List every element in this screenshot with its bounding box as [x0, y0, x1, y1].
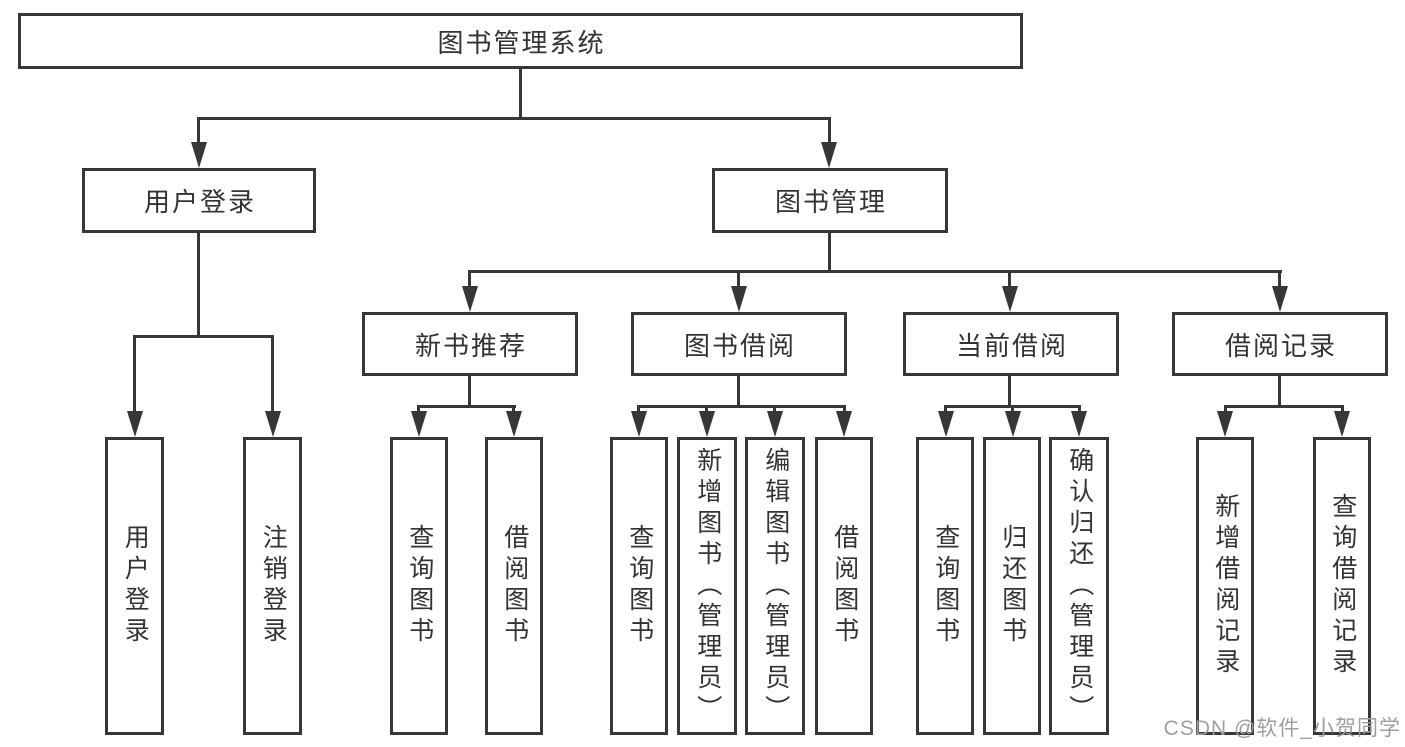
connector-line [1224, 405, 1227, 415]
node-leaf-logout-label: 注销登录 [259, 524, 288, 648]
node-edit-books-admin-label: 编辑图书（管理员） [761, 446, 790, 726]
arrowhead-icon [699, 411, 715, 437]
node-leaf-logout: 注销登录 [243, 437, 302, 735]
node-user-login-label: 用户登录 [143, 187, 256, 217]
arrowhead-icon [191, 142, 207, 168]
arrowhead-icon [938, 411, 954, 437]
connector-line [705, 405, 708, 415]
node-borrow-books: 借阅图书 [815, 437, 873, 735]
node-book-management-label: 图书管理 [774, 187, 887, 217]
connector-line [417, 405, 516, 408]
connector-line [637, 405, 846, 408]
node-confirm-return-admin-label: 确认归还（管理员） [1065, 446, 1094, 726]
node-book-borrow-label: 图书借阅 [683, 330, 796, 361]
node-query-books-recommend-label: 查询图书 [405, 524, 434, 648]
node-confirm-return-admin: 确认归还（管理员） [1049, 437, 1109, 735]
connector-line [843, 405, 846, 415]
node-book-management: 图书管理 [712, 168, 948, 233]
node-add-books-admin-label: 新增图书（管理员） [693, 446, 722, 726]
node-root-label: 图书管理系统 [437, 27, 606, 58]
arrowhead-icon [265, 411, 281, 437]
node-return-books: 归还图书 [983, 437, 1041, 735]
connector-line [1008, 376, 1011, 407]
arrowhead-icon [462, 286, 478, 312]
node-query-borrow-record: 查询借阅记录 [1313, 437, 1371, 735]
connector-line [197, 232, 200, 337]
node-query-books-borrow-label: 查询图书 [625, 524, 654, 648]
connector-line [737, 376, 740, 407]
connector-line [468, 270, 1282, 273]
node-leaf-user-login-label: 用户登录 [121, 524, 150, 648]
connector-line [637, 405, 640, 415]
arrowhead-icon [1272, 286, 1288, 312]
node-book-borrow: 图书借阅 [631, 312, 847, 376]
node-edit-books-admin: 编辑图书（管理员） [745, 437, 805, 735]
node-add-borrow-record-label: 新增借阅记录 [1211, 493, 1240, 679]
node-current-borrow: 当前借阅 [903, 312, 1119, 376]
connector-line [828, 117, 831, 145]
node-borrow-books-recommend: 借阅图书 [485, 437, 543, 735]
arrowhead-icon [1002, 286, 1018, 312]
node-new-book-recommend: 新书推荐 [362, 312, 578, 376]
node-query-books-borrow: 查询图书 [610, 437, 668, 735]
arrowhead-icon [506, 411, 522, 437]
node-add-books-admin: 新增图书（管理员） [677, 437, 737, 735]
arrowhead-icon [1334, 411, 1350, 437]
node-query-borrow-record-label: 查询借阅记录 [1328, 493, 1357, 679]
connector-line [1008, 270, 1011, 288]
node-query-books-current-label: 查询图书 [931, 524, 960, 648]
node-root: 图书管理系统 [18, 13, 1023, 69]
node-add-borrow-record: 新增借阅记录 [1196, 437, 1254, 735]
node-leaf-user-login: 用户登录 [105, 437, 164, 735]
node-new-book-recommend-label: 新书推荐 [414, 330, 527, 361]
arrowhead-icon [836, 411, 852, 437]
csdn-watermark: CSDN @软件_小贺同学 [1163, 717, 1401, 740]
connector-line [1224, 405, 1344, 408]
connector-line [197, 117, 831, 120]
arrowhead-icon [767, 411, 783, 437]
connector-line [1278, 376, 1281, 407]
arrowhead-icon [1005, 411, 1021, 437]
node-borrow-records: 借阅记录 [1172, 312, 1388, 376]
node-borrow-books-label: 借阅图书 [830, 524, 859, 648]
arrowhead-icon [631, 411, 647, 437]
connector-line [1078, 405, 1081, 415]
arrowhead-icon [821, 142, 837, 168]
node-borrow-books-recommend-label: 借阅图书 [500, 524, 529, 648]
connector-line [519, 68, 522, 119]
arrowhead-icon [731, 286, 747, 312]
node-query-books-recommend: 查询图书 [390, 437, 448, 735]
node-user-login: 用户登录 [82, 168, 316, 233]
arrowhead-icon [411, 411, 427, 437]
arrowhead-icon [1071, 411, 1087, 437]
arrowhead-icon [127, 411, 143, 437]
connector-line [417, 405, 420, 415]
node-current-borrow-label: 当前借阅 [955, 330, 1068, 361]
node-borrow-records-label: 借阅记录 [1224, 330, 1337, 361]
connector-line [773, 405, 776, 415]
connector-line [737, 270, 740, 288]
connector-line [1278, 270, 1281, 288]
connector-line [133, 335, 274, 338]
connector-line [1341, 405, 1344, 415]
connector-line [271, 335, 274, 413]
arrowhead-icon [1217, 411, 1233, 437]
connector-line [828, 232, 831, 273]
connector-line [468, 376, 471, 407]
node-query-books-current: 查询图书 [916, 437, 974, 735]
connector-line [197, 117, 200, 145]
connector-line [512, 405, 515, 415]
connector-line [133, 335, 136, 413]
connector-line [1011, 405, 1014, 415]
node-return-books-label: 归还图书 [998, 524, 1027, 648]
connector-line [468, 270, 471, 288]
connector-line [944, 405, 947, 415]
